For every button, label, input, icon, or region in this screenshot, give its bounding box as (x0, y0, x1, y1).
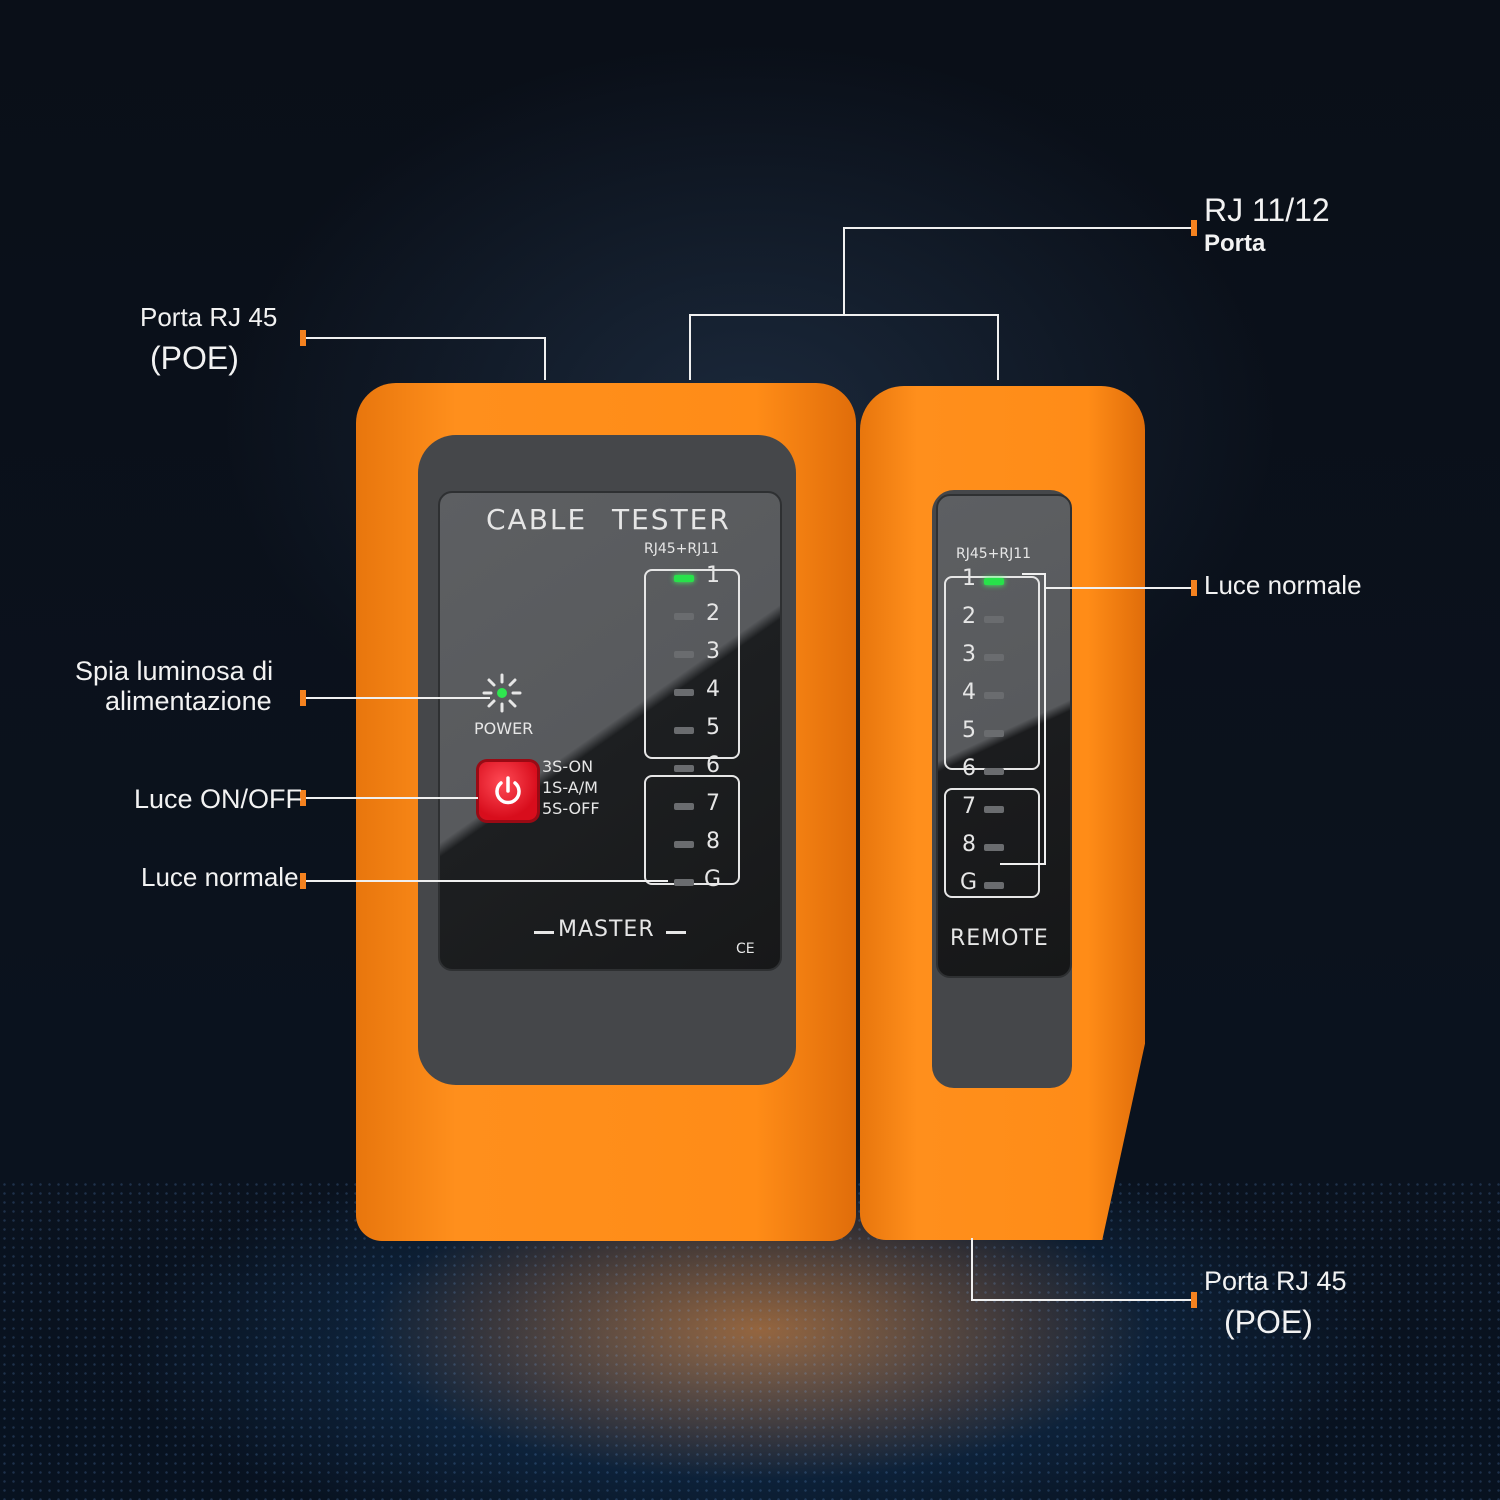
master-led-label: 3 (706, 639, 720, 664)
callout-rj11-subtitle: Porta (1204, 230, 1266, 257)
callout-rj45-right-title: Porta RJ 45 (1204, 1266, 1347, 1296)
master-led-label: 5 (706, 715, 720, 740)
remote-led (984, 844, 1004, 851)
remote-led-label: 2 (962, 604, 976, 629)
callout-rj45-left-poe: (POE) (150, 340, 239, 376)
master-led-label: 4 (706, 677, 720, 702)
master-led (674, 803, 694, 810)
ce-mark: CE (736, 941, 755, 957)
master-led-label: 6 (706, 753, 720, 778)
master-led-label: 1 (706, 563, 720, 588)
callout-rj11-title: RJ 11/12 (1204, 192, 1330, 228)
master-name: MASTER (558, 917, 655, 942)
callout-rj45-right-poe: (POE) (1224, 1304, 1313, 1340)
mode-off: 5S-OFF (542, 799, 600, 818)
master-led (674, 841, 694, 848)
remote-led-label: 3 (962, 642, 976, 667)
master-name-dash-left (534, 931, 554, 934)
callout-rj45-left-title: Porta RJ 45 (140, 302, 278, 332)
master-led (674, 879, 694, 886)
callout-power-light-line1: Spia luminosa di (75, 656, 274, 686)
master-led-label: G (704, 867, 722, 892)
remote-led-label: 1 (962, 566, 976, 591)
master-port-subtitle: RJ45+RJ11 (644, 541, 720, 557)
master-title-cable: CABLE (486, 503, 588, 536)
remote-led-label: 8 (962, 832, 976, 857)
remote-led-label: G (960, 870, 978, 895)
master-led-label: 8 (706, 829, 720, 854)
remote-led (984, 578, 1004, 585)
remote-unit: RJ45+RJ11 1 2 3 4 5 6 7 8 G REMOTE (860, 386, 1145, 1240)
master-led (674, 765, 694, 772)
remote-led (984, 654, 1004, 661)
remote-led-label: 7 (962, 794, 976, 819)
remote-led-bracket-7-g (944, 788, 1040, 898)
remote-face-panel: RJ45+RJ11 1 2 3 4 5 6 7 8 G REMOTE (936, 494, 1072, 978)
master-led (674, 651, 694, 658)
remote-led (984, 616, 1004, 623)
master-unit: CABLE TESTER RJ45+RJ11 POWER 3S-ON 1S-A/… (356, 383, 856, 1241)
remote-led (984, 730, 1004, 737)
power-label: POWER (474, 719, 534, 738)
remote-led-label: 4 (962, 680, 976, 705)
remote-name: REMOTE (950, 926, 1049, 951)
remote-led-label: 5 (962, 718, 976, 743)
remote-led-label: 6 (962, 756, 976, 781)
remote-port-subtitle: RJ45+RJ11 (956, 546, 1032, 562)
master-led (674, 575, 694, 582)
master-led (674, 689, 694, 696)
master-led-label: 7 (706, 791, 720, 816)
master-led-bracket-1-6 (644, 569, 740, 759)
master-led (674, 727, 694, 734)
remote-led (984, 882, 1004, 889)
callout-on-off: Luce ON/OFF (134, 784, 303, 814)
power-icon (495, 776, 521, 805)
master-led (674, 613, 694, 620)
power-button[interactable] (479, 762, 537, 820)
callout-normal-right: Luce normale (1204, 570, 1362, 600)
remote-led (984, 768, 1004, 775)
power-light-icon (482, 673, 522, 713)
callout-normal-left: Luce normale (141, 862, 299, 892)
master-face-panel: CABLE TESTER RJ45+RJ11 POWER 3S-ON 1S-A/… (438, 491, 782, 971)
remote-led (984, 806, 1004, 813)
remote-led (984, 692, 1004, 699)
master-title-tester: TESTER (612, 503, 731, 536)
master-name-dash-right (666, 931, 686, 934)
callout-power-light-line2: alimentazione (105, 686, 272, 716)
mode-on: 3S-ON (542, 757, 594, 776)
master-led-label: 2 (706, 601, 720, 626)
mode-auto-manual: 1S-A/M (542, 778, 598, 797)
